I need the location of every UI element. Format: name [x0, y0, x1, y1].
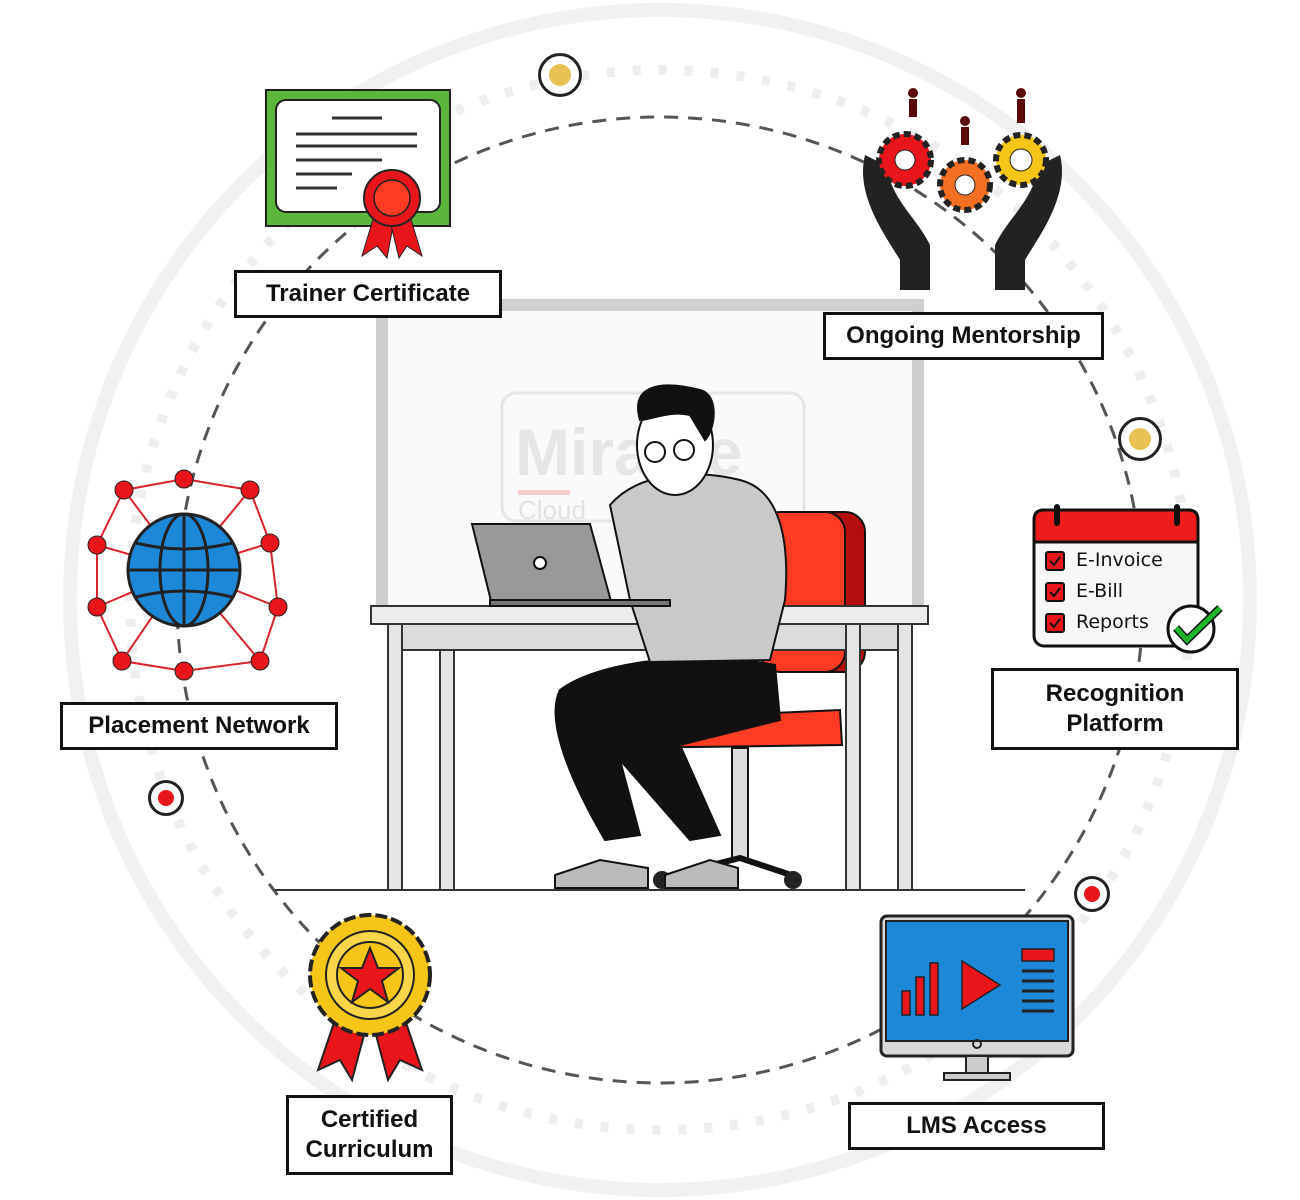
label-text: Trainer Certificate [265, 280, 471, 307]
label-lms-access: LMS Access [848, 1102, 1105, 1150]
watermark-logo-subtext: Cloud [518, 495, 586, 525]
label-trainer-certificate: Trainer Certificate [234, 270, 502, 318]
label-text: Platform [1066, 710, 1164, 737]
checklist-item: Reports [1076, 611, 1149, 633]
lms-monitor-icon [879, 914, 1075, 1081]
label-certified-curriculum: Certified Curriculum [286, 1095, 453, 1175]
checklist-item: E-Invoice [1076, 549, 1163, 571]
label-recognition-platform: Recognition Platform [991, 668, 1239, 750]
globe-network-icon [87, 469, 288, 681]
certificate-icon [265, 89, 451, 260]
label-text: Certified [320, 1106, 419, 1133]
accent-dot-yellow [1118, 417, 1162, 461]
label-text: Ongoing Mentorship [846, 322, 1081, 349]
label-text: LMS Access [906, 1112, 1047, 1139]
person-at-laptop [470, 384, 788, 889]
label-text: Recognition [1045, 680, 1185, 707]
calendar-checklist-icon [1032, 504, 1223, 654]
mentorship-gears-icon [863, 88, 1062, 290]
accent-dot-yellow [538, 53, 582, 97]
label-text: Placement Network [88, 712, 310, 739]
accent-dot-red [1074, 876, 1110, 912]
checklist-item: E-Bill [1076, 580, 1124, 602]
label-ongoing-mentorship: Ongoing Mentorship [823, 312, 1104, 360]
label-text: Curriculum [305, 1136, 434, 1163]
label-placement-network: Placement Network [60, 702, 338, 750]
outer-ring [63, 3, 1257, 1197]
accent-dot-red [148, 780, 184, 816]
check-circle-icon [1166, 604, 1216, 654]
award-badge-icon [308, 913, 432, 1083]
